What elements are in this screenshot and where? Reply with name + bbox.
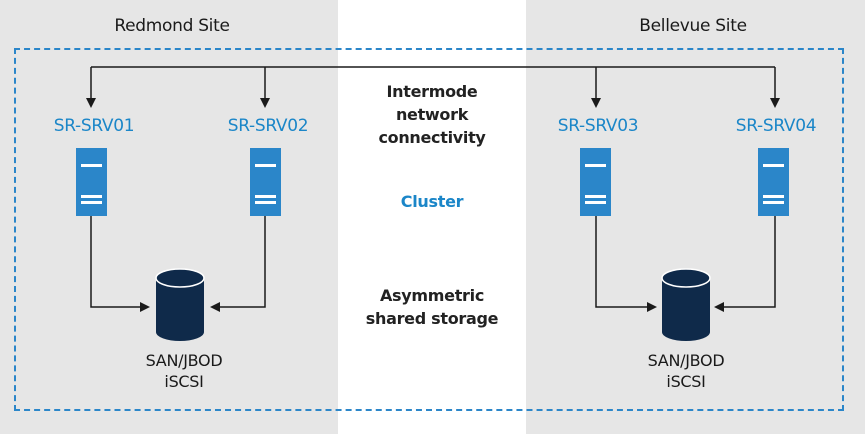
storage-cylinder-left-icon [155,268,205,341]
storage-right-type: SAN/JBOD [647,351,725,370]
storage-left-protocol: iSCSI [164,372,204,391]
bellevue-site-panel [526,0,865,434]
server-srv04-icon [758,148,789,216]
cluster-boundary [14,48,844,411]
storage-link-srv04 [714,216,776,312]
network-label-line1: Intermode [386,82,478,101]
storage-left-type: SAN/JBOD [145,351,223,370]
redmond-site-title: Redmond Site [114,16,230,36]
storage-link-srv03 [595,216,657,312]
storage-left-label: SAN/JBOD iSCSI [104,350,264,392]
redmond-site-panel [0,0,338,434]
server-label-srv04: SR-SRV04 [735,116,817,136]
storage-link-srv02 [210,216,266,312]
cluster-label: Cluster [400,192,464,211]
network-connectivity-label: Intermode network connectivity [338,80,526,149]
storage-cylinder-right-icon [661,268,711,341]
network-label-line3: connectivity [378,128,486,147]
storage-link-srv01 [90,216,150,312]
server-label-srv03: SR-SRV03 [557,116,639,136]
storage-right-label: SAN/JBOD iSCSI [606,350,766,392]
shared-storage-label: Asymmetric shared storage [338,284,526,330]
server-label-srv02: SR-SRV02 [227,116,309,136]
storage-label-line2: shared storage [365,309,499,328]
storage-label-line1: Asymmetric [379,286,485,305]
server-label-srv01: SR-SRV01 [53,116,135,136]
server-srv01-icon [76,148,107,216]
storage-right-protocol: iSCSI [666,372,706,391]
network-label-line2: network [395,105,469,124]
server-srv03-icon [580,148,611,216]
server-srv02-icon [250,148,281,216]
bellevue-site-title: Bellevue Site [639,16,747,36]
